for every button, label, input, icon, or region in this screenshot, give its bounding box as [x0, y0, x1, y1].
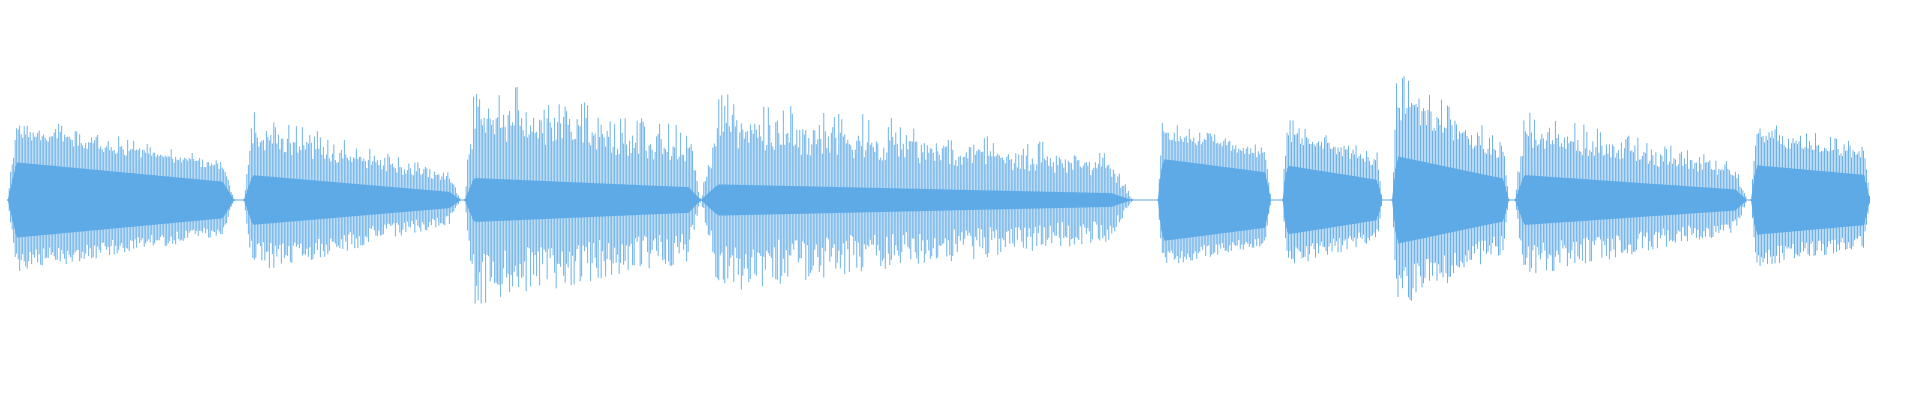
waveform-segment	[1750, 125, 1871, 266]
waveform-body	[700, 184, 1133, 216]
waveform-segment	[1157, 122, 1271, 263]
waveform-segment	[1282, 120, 1383, 264]
waveform-segment	[1514, 112, 1748, 274]
waveform-body	[1157, 159, 1271, 241]
waveform-body	[1514, 175, 1748, 225]
waveform-segment	[7, 123, 235, 271]
waveform-segment	[243, 112, 461, 269]
waveform-segment	[700, 94, 1134, 290]
waveform-body	[464, 178, 701, 222]
waveform-body	[7, 162, 235, 238]
waveform-segment	[1391, 76, 1510, 301]
waveform-body	[1392, 156, 1510, 244]
waveform-body	[243, 175, 461, 225]
waveform-body	[1751, 165, 1871, 235]
waveform-body	[1282, 165, 1383, 235]
waveform-segment	[464, 87, 701, 304]
waveform-segments	[7, 76, 1871, 304]
